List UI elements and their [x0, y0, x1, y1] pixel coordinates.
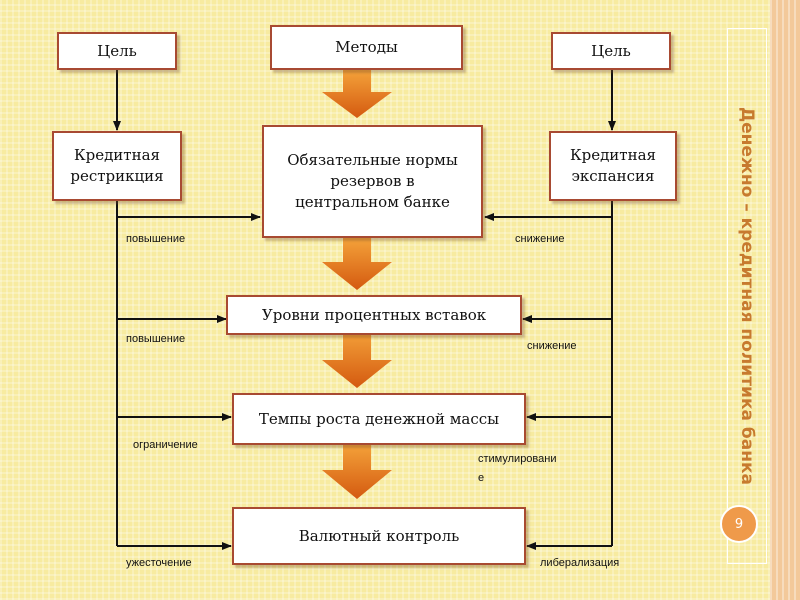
label-right-money-line2: е: [478, 472, 485, 484]
expansion-box: Кредитная экспансия: [549, 131, 677, 201]
label-right-reserves: снижение: [515, 233, 565, 245]
currency-control-box: Валютный контроль: [232, 507, 526, 565]
down-arrow-1: [322, 70, 392, 118]
label-right-money-line1: стимулировани: [478, 453, 557, 465]
money-growth-box: Темпы роста денежной массы: [232, 393, 526, 445]
reserves-box: Обязательные нормы резервов в центрально…: [262, 125, 483, 238]
label-left-rates: повышение: [126, 333, 186, 345]
side-panel: [727, 28, 767, 564]
side-title-text: Денежно – кредитная политика банка: [737, 107, 757, 485]
down-arrow-4: [322, 444, 392, 499]
rates-box: Уровни процентных вставок: [226, 295, 522, 335]
label-right-currency: либерализация: [540, 557, 620, 569]
label-left-money: ограничение: [133, 439, 198, 451]
goal-right-box: Цель: [551, 32, 671, 70]
goal-left-box: Цель: [57, 32, 177, 70]
page-number-badge: 9: [720, 505, 758, 543]
restriction-box: Кредитная рестрикция: [52, 131, 182, 201]
label-left-currency: ужесточение: [126, 557, 192, 569]
side-title: Денежно – кредитная политика банка: [727, 28, 767, 564]
label-left-reserves: повышение: [126, 233, 186, 245]
decorative-right-band: [770, 0, 800, 600]
down-arrow-2: [322, 238, 392, 290]
label-right-rates: снижение: [527, 340, 577, 352]
down-arrow-3: [322, 330, 392, 388]
methods-box: Методы: [270, 25, 463, 70]
